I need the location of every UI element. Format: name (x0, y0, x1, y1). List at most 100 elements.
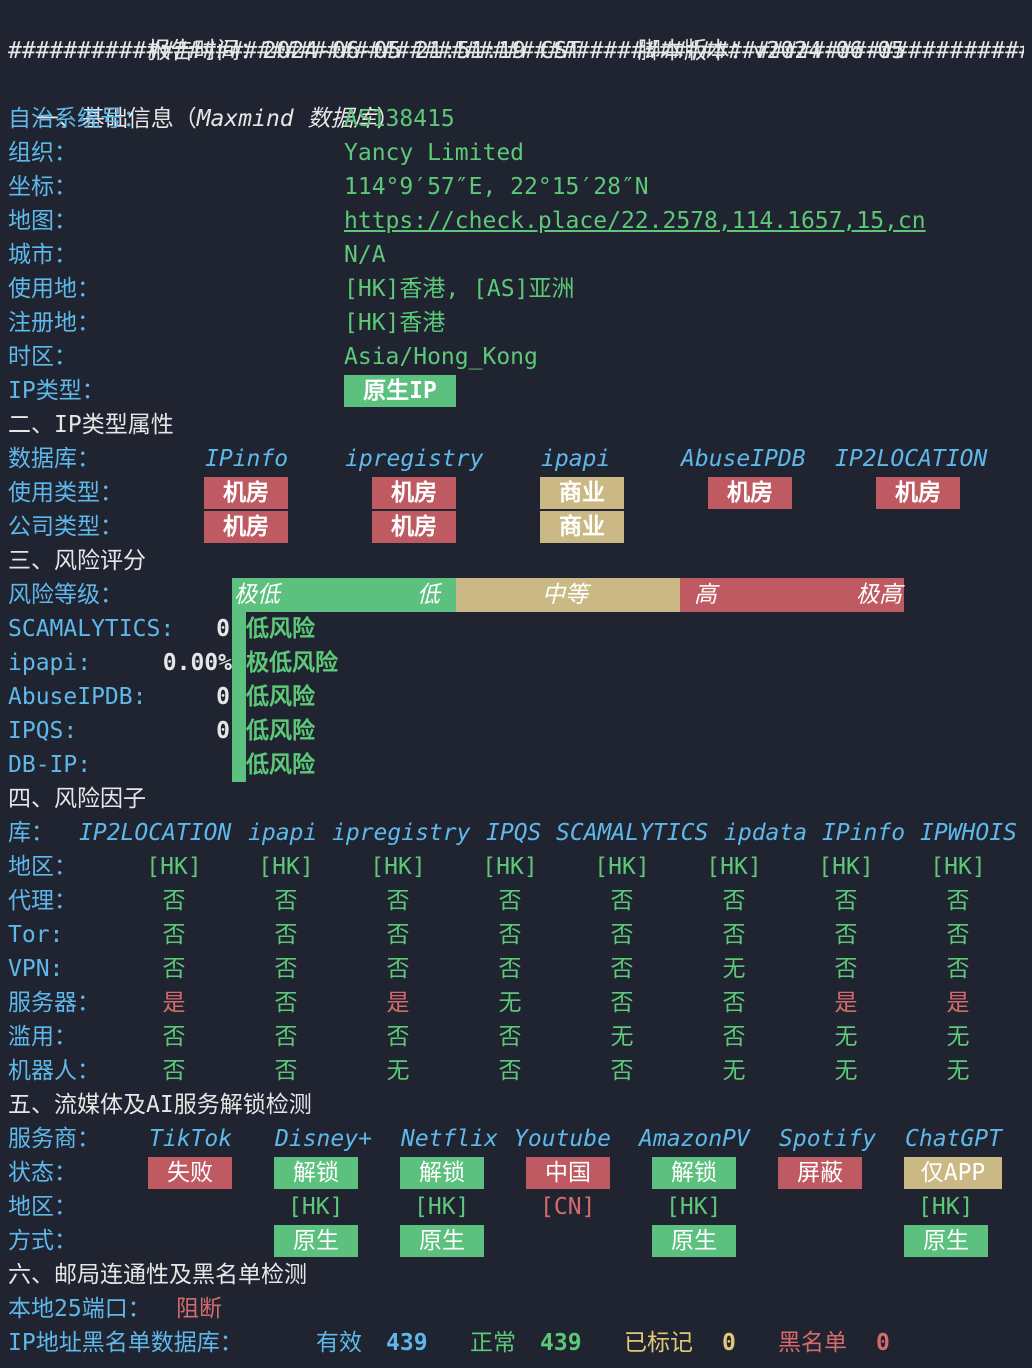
status-tiktok: 失败 (148, 1157, 232, 1189)
factor-cell-region: [HK] (930, 854, 986, 880)
src-abuseipdb: AbuseIPDB (681, 446, 806, 472)
factor-cell-vpn: 否 (386, 956, 410, 982)
scamalytics-level: 低风险 (246, 616, 315, 642)
usage-ipinfo: 机房 (204, 477, 288, 509)
factor-src-ipinfo: IPinfo (822, 820, 906, 846)
factor-cell-server: 是 (946, 990, 970, 1016)
factor-cell-region: [HK] (258, 854, 314, 880)
section2-title: 二、IP类型属性 (8, 412, 174, 438)
section1-title: 一、基础信息（Maxmind 数据库） (35, 106, 400, 132)
factor-cell-proxy: 否 (386, 888, 410, 914)
factor-label-tor: Tor: (8, 922, 64, 948)
svc-youtube: Youtube (514, 1126, 611, 1152)
map-label: 地图： (8, 208, 77, 234)
region-disney: [HK] (288, 1194, 344, 1220)
factor-cell-proxy: 否 (498, 888, 522, 914)
status-label: 状态： (8, 1160, 77, 1186)
factor-cell-server: 否 (274, 990, 298, 1016)
region-netflix: [HK] (414, 1194, 470, 1220)
svc-disney: Disney+ (275, 1126, 372, 1152)
factor-cell-bot: 否 (162, 1058, 186, 1084)
usage-ipregistry: 机房 (372, 477, 456, 509)
ip-type-badge: 原生IP (344, 375, 456, 407)
coord-value: 114°9′57″E, 22°15′28″N (344, 174, 649, 200)
factor-cell-vpn: 否 (162, 956, 186, 982)
scale-high: 高 (694, 582, 717, 608)
usage-ipapi: 商业 (540, 477, 624, 509)
factor-cell-vpn: 无 (722, 956, 746, 982)
method-amazonpv: 原生 (652, 1225, 736, 1257)
blacklist-label: IP地址黑名单数据库： (8, 1330, 243, 1356)
scale-very-low: 极低 (234, 582, 280, 608)
factor-cell-abuse: 否 (274, 1024, 298, 1050)
report-time-label: 报告时间： (147, 38, 263, 64)
company-ipapi: 商业 (540, 511, 624, 543)
factor-cell-server: 无 (498, 990, 522, 1016)
region-youtube: [CN] (540, 1194, 596, 1220)
factor-cell-server: 是 (162, 990, 186, 1016)
factor-cell-bot: 无 (834, 1058, 858, 1084)
factor-cell-proxy: 否 (162, 888, 186, 914)
usage-place-value: [HK]香港, [AS]亚洲 (344, 276, 575, 302)
normal-count: 439 (540, 1330, 582, 1356)
valid-label: 有效 (316, 1330, 362, 1356)
divider: ########################################… (8, 38, 1024, 64)
svc-tiktok: TikTok (149, 1126, 233, 1152)
timezone-label: 时区： (8, 344, 77, 370)
factor-cell-tor: 否 (946, 922, 970, 948)
risk-level-label: 风险等级： (8, 582, 123, 608)
usage-place-label: 使用地： (8, 276, 100, 302)
section5-title: 五、流媒体及AI服务解锁检测 (8, 1092, 312, 1118)
marked-count: 0 (722, 1330, 736, 1356)
report-header: 报告时间：2024-06-05 21:51:19 CST (120, 0, 582, 64)
factor-cell-proxy: 否 (834, 888, 858, 914)
provider-label: 服务商： (8, 1126, 100, 1152)
timezone-value: Asia/Hong_Kong (344, 344, 538, 370)
svc-chatgpt: ChatGPT (905, 1126, 1002, 1152)
factor-cell-server: 是 (386, 990, 410, 1016)
factor-cell-tor: 否 (498, 922, 522, 948)
org-value: Yancy Limited (344, 140, 525, 166)
factor-src-ip2location: IP2LOCATION (79, 820, 232, 846)
factor-cell-proxy: 否 (946, 888, 970, 914)
factor-cell-tor: 否 (834, 922, 858, 948)
factor-cell-tor: 否 (722, 922, 746, 948)
factor-cell-bot: 无 (386, 1058, 410, 1084)
factor-cell-bot: 否 (498, 1058, 522, 1084)
usage-abuseipdb: 机房 (708, 477, 792, 509)
status-youtube: 中国 (526, 1157, 610, 1189)
factor-src-ipregistry: ipregistry (332, 820, 471, 846)
factor-cell-tor: 否 (162, 922, 186, 948)
coord-label: 坐标： (8, 174, 77, 200)
asn-label: 自治系统号： (8, 106, 146, 132)
factor-label-bot: 机器人： (8, 1058, 100, 1084)
factor-src-ipapi: ipapi (248, 820, 318, 846)
factor-cell-tor: 否 (386, 922, 410, 948)
city-label: 城市： (8, 242, 77, 268)
region-label: 地区： (8, 1194, 77, 1220)
map-link[interactable]: https://check.place/22.2578,114.1657,15,… (344, 208, 926, 234)
factor-cell-abuse: 否 (386, 1024, 410, 1050)
ipapi-level: 极低风险 (246, 650, 338, 676)
section3-title: 三、风险评分 (8, 548, 146, 574)
method-chatgpt: 原生 (904, 1225, 988, 1257)
risk-scale-green: 极低 低 (232, 578, 456, 612)
section4-title: 四、风险因子 (8, 786, 146, 812)
factor-cell-abuse: 无 (834, 1024, 858, 1050)
factor-cell-region: [HK] (146, 854, 202, 880)
factor-cell-proxy: 否 (610, 888, 634, 914)
ipqs-score: 0 (216, 718, 230, 744)
abuseipdb-label: AbuseIPDB: (8, 684, 147, 710)
ipapi-label: ipapi: (8, 650, 92, 676)
factor-src-ipdata: ipdata (724, 820, 808, 846)
status-spotify: 屏蔽 (778, 1157, 862, 1189)
factor-cell-abuse: 否 (722, 1024, 746, 1050)
status-disney: 解锁 (274, 1157, 358, 1189)
factor-cell-tor: 否 (274, 922, 298, 948)
ipapi-score: 0.00% (162, 650, 232, 676)
risk-scale-tan: 中等 (456, 578, 680, 612)
svc-spotify: Spotify (779, 1126, 876, 1152)
registry-label: 注册地： (8, 310, 100, 336)
abuseipdb-level: 低风险 (246, 684, 315, 710)
factor-label-abuse: 滥用： (8, 1024, 77, 1050)
